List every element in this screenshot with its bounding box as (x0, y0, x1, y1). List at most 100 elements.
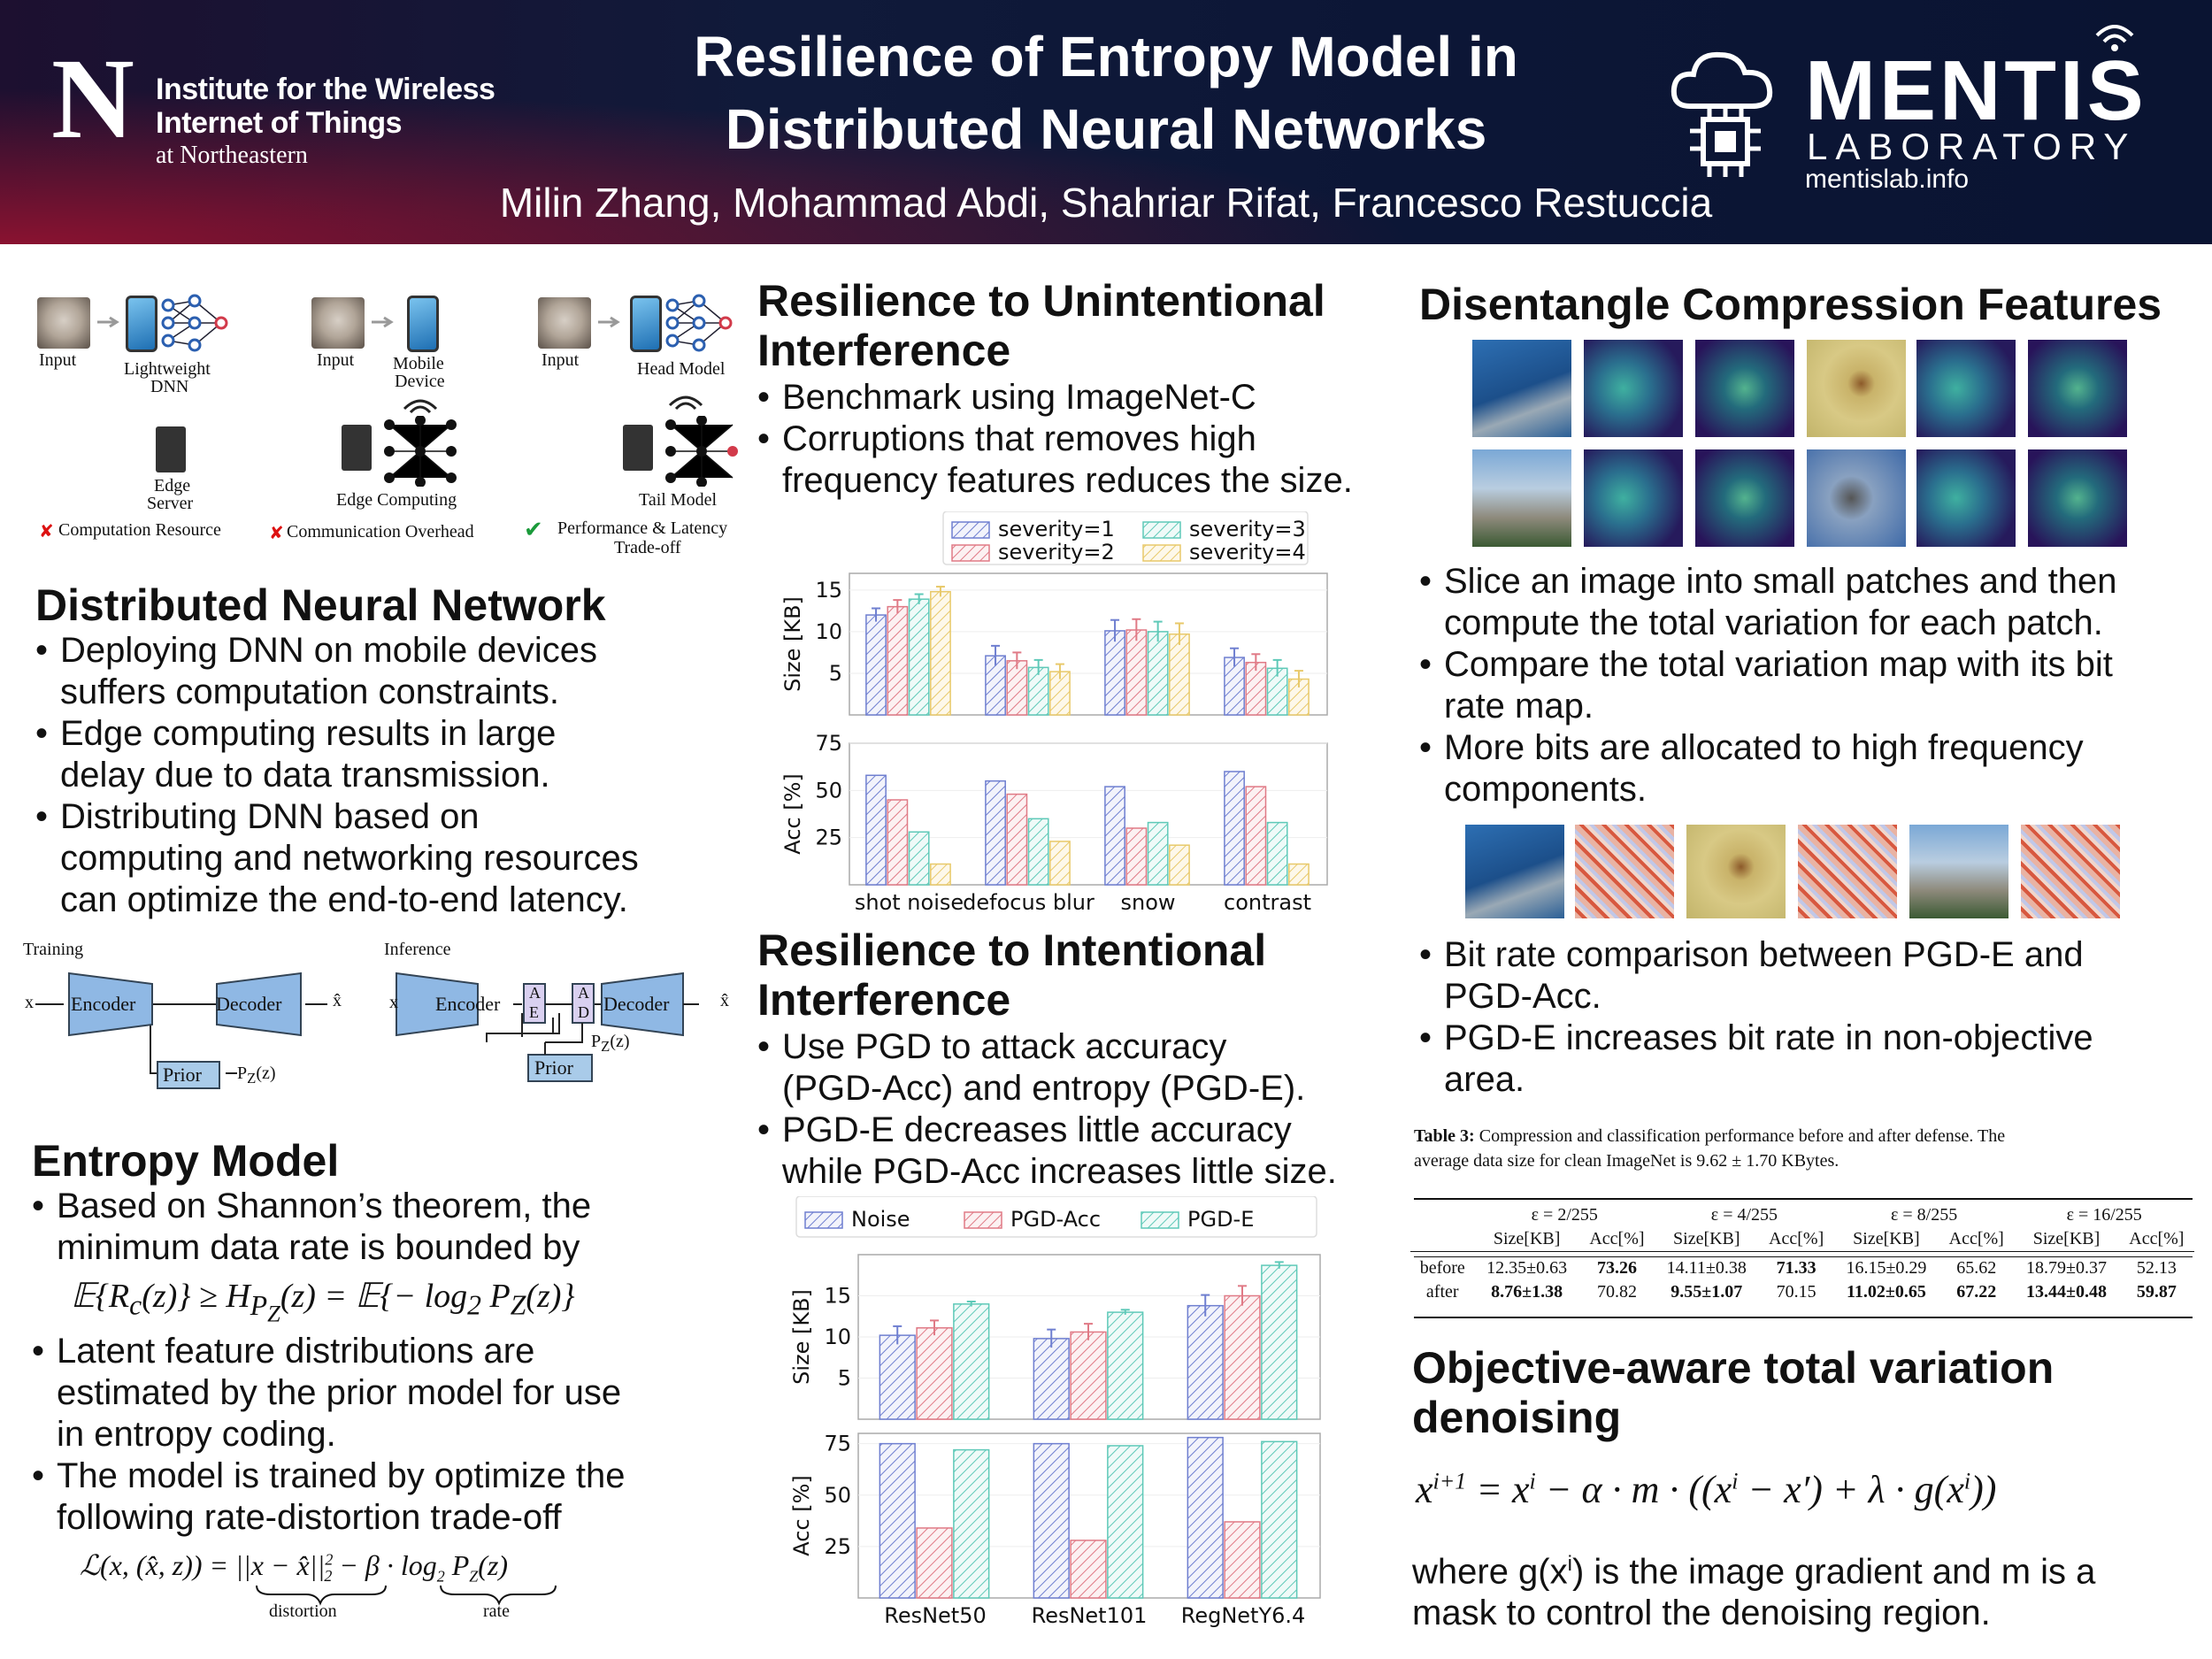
wireless-signal-icon (668, 396, 703, 411)
label-edge: Edge (154, 476, 191, 495)
label-training-decoder: Decoder (216, 993, 282, 1015)
neural-net-icon (161, 294, 228, 352)
unintentional-bullet-2-line2: frequency features reduces the size. (782, 461, 1353, 500)
chart1-size-bar (1147, 631, 1169, 716)
chart2-size-ytick: 15 (824, 1284, 851, 1309)
table-eps-1: ε = 2/255 (1531, 1205, 1598, 1225)
eq1-sub: 2 (467, 1289, 481, 1321)
nu-logo-line2: Internet of Things (156, 106, 403, 140)
table-caption-line2: average data size for clean ImageNet is … (1414, 1151, 1839, 1171)
pipeline-diagram-shapes (35, 972, 699, 1089)
eq1-part: (z)} ≥ H (142, 1278, 250, 1315)
tv-eq-part: − α · m · ((x (1535, 1468, 1732, 1511)
label-x-training: x (25, 993, 34, 1012)
chart1-acc-ytick: 25 (815, 826, 842, 850)
chart1-size-bar (1104, 630, 1125, 716)
cross-icon: ✘ (39, 522, 54, 541)
tv-title-line1: Objective-aware total variation (1412, 1343, 2055, 1393)
shark-image (1472, 340, 1571, 437)
label-performance-latency: Performance & Latency (557, 518, 728, 538)
unintentional-bullet-2-line1: Corruptions that removes high (782, 419, 1256, 458)
eq2-part: − β · (332, 1549, 401, 1581)
table-cell: 16.15±0.29 (1846, 1257, 1927, 1278)
shark-bitrate-diff (1575, 825, 1674, 918)
chart1-legend-label: severity=1 (998, 517, 1115, 541)
entropy-equation-1: 𝔼{Rc(z)} ≥ HPZ(z) = 𝔼{− log2 PZ(z)} (71, 1276, 575, 1327)
eq2-sub: Z (469, 1567, 479, 1586)
label-pz-inference: PZ(z) (591, 1032, 630, 1056)
chart2-acc-ytick: 50 (824, 1483, 851, 1508)
intentional-bullet-1: Use PGD to attack accuracy(PGD-Acc) and … (757, 1026, 1430, 1110)
head-model-icon (665, 294, 733, 352)
eq2-rate-term: log (400, 1549, 437, 1581)
table-cell: 71.33 (1776, 1257, 1816, 1278)
chart1-acc-ylabel: Acc [%] (780, 773, 805, 855)
eq1-part: 𝔼{R (71, 1278, 130, 1315)
col-size: Size[KB] (1493, 1229, 1561, 1248)
chart1-acc-bar (930, 863, 951, 886)
disentangle-bullet-3-line2: components. (1444, 770, 1647, 809)
cross-icon: ✘ (269, 524, 284, 543)
pz-arg: (z) (256, 1064, 276, 1083)
nu-logo-line3: at Northeastern (156, 142, 308, 169)
chart1-size-bar (1169, 633, 1190, 716)
table-cell: 8.76±1.38 (1491, 1281, 1563, 1302)
chart1-acc-category-label: shot noise (855, 890, 964, 915)
label-dnn: DNN (150, 377, 189, 396)
rate-distortion-equation: ℒ(x, (x̂, z)) = ||x − x̂||22 − β · log2 … (80, 1548, 508, 1586)
house-bit-map (1695, 449, 1794, 547)
bitrate-bullet-2-line2: area. (1444, 1060, 1525, 1099)
underbraces (256, 1585, 557, 1606)
chart1-acc-bar (1169, 844, 1190, 886)
mentis-laboratory: LABORATORY (1807, 126, 2137, 167)
label-input-2: Input (317, 350, 355, 370)
chart2-acc-category-label: ResNet50 (884, 1603, 987, 1628)
phone-icon (126, 296, 157, 352)
col-size: Size[KB] (1673, 1229, 1740, 1248)
table-eps-header: ε = 2/255 ε = 4/255 ε = 8/255 ε = 16/255 (1410, 1203, 2194, 1227)
chart1-size-ytick: 10 (815, 619, 842, 644)
server-icon (623, 425, 653, 471)
input-cat-image-3 (538, 297, 591, 349)
disentangle-bullet-3: More bits are allocated to high frequenc… (1419, 727, 2198, 810)
chart1-legend-swatch (951, 544, 990, 562)
tv-desc-part: ) is the image gradient and m is a (1571, 1552, 2096, 1592)
bitrate-bullets: Bit rate comparison between PGD-E andPGD… (1419, 934, 2198, 1101)
shark-image-2 (1465, 825, 1564, 918)
dnn-bullet-3-line2: computing and networking resources (60, 839, 639, 878)
disentangle-bullet-2-line2: rate map. (1444, 687, 1594, 726)
tv-description: where g(xi) is the image gradient and m … (1412, 1543, 2191, 1634)
cloud-chip-icon (1671, 51, 1773, 177)
arrow-icon (372, 316, 394, 328)
eq1-part: (z) = 𝔼{− log (280, 1278, 468, 1315)
eq2-part: P (444, 1549, 470, 1581)
header-banner: N Institute for the Wireless Internet of… (0, 0, 2212, 244)
entropy-bullet-2-line2: estimated by the prior model for use (57, 1373, 622, 1412)
chart2-legend-label: PGD-E (1187, 1207, 1254, 1232)
phone-icon (407, 296, 439, 352)
input-cat-image-1 (37, 297, 90, 349)
pz-sub: Z (247, 1070, 257, 1087)
chart1-acc-bar (1104, 786, 1125, 886)
intentional-bullet-2-line2: while PGD-Acc increases little size. (782, 1152, 1337, 1191)
disentangle-bullet-1-line2: compute the total variation for each pat… (1444, 603, 2103, 642)
chart1-legend-swatch (1142, 544, 1181, 562)
label-xhat-inference: x̂ (720, 991, 729, 1010)
table-cell: 70.15 (1776, 1281, 1816, 1302)
label-xhat-training: x̂ (333, 991, 342, 1010)
table-col-header: Size[KB]Acc[%] Size[KB]Acc[%] Size[KB]Ac… (1410, 1227, 2194, 1252)
dnn-bullet-2-line2: delay due to data transmission. (60, 756, 550, 795)
table-caption: Table 3: Compression and classification … (1414, 1124, 2193, 1173)
chart2-legend-box (795, 1196, 1317, 1238)
chart2-size-bar (1070, 1331, 1107, 1420)
tv-desc-sup: i (1567, 1552, 1572, 1576)
chart1-acc-category-label: snow (1120, 890, 1175, 915)
tv-equation: xi+1 = xi − α · m · ((xi − x′) + λ · g(x… (1416, 1467, 1996, 1512)
entropy-bullets-2: Latent feature distributions areestimate… (32, 1331, 731, 1539)
chart1-acc-bar (1245, 786, 1267, 886)
bitrate-bullet-1-line2: PGD-Acc. (1444, 977, 1601, 1016)
disentangle-bullet-2: Compare the total variation map with its… (1419, 644, 2198, 727)
dnn-bullet-2-line1: Edge computing results in large (60, 714, 557, 753)
table-eps-2: ε = 4/255 (1710, 1205, 1778, 1225)
